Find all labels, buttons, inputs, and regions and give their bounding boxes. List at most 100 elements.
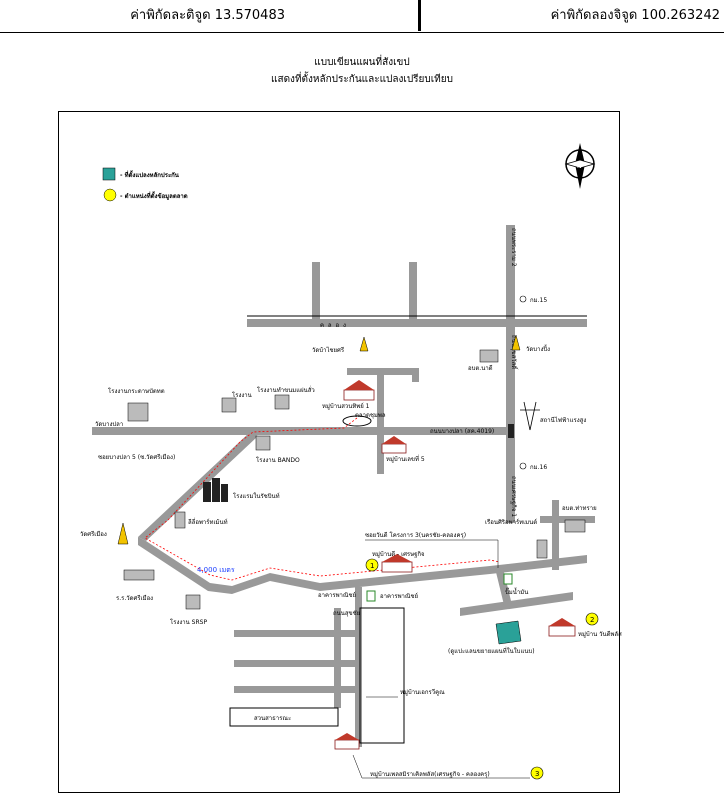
- wat-bang-ping-label: วัดบางปิ้ง: [526, 343, 550, 353]
- sukchai-road: [355, 587, 362, 747]
- longitude-label: ค่าพิกัดลองจิจูด 100.263242: [550, 8, 720, 23]
- school-icon: [123, 569, 155, 581]
- road-network: [92, 225, 595, 747]
- abt-nakhi-label: อบต.นาดี: [468, 364, 493, 372]
- village-suanthong-label: หมู่บ้านสวนทิพย์ 1: [322, 402, 370, 410]
- canal-label: ค ล อ ง: [320, 322, 347, 329]
- distance-label: 4,000 เมตร: [197, 566, 235, 574]
- map-note: (ดูแปะแลนขยายแผนที่ในใบแนบ): [448, 647, 535, 655]
- soi-bang-pla-label: ซอยบางปลา 5 (ซ.วัดศรีเมือง): [98, 453, 175, 461]
- lotus-apartment-label: ลีลี่อพาร์ทเม้นท์: [188, 518, 228, 526]
- lotus-apartment-icon: [174, 511, 186, 529]
- km16-marker: [519, 462, 527, 470]
- village-2-label: หมู่บ้าน วันดีพลัส: [578, 630, 622, 638]
- wat-bang-pla-label: วัดบางปลา: [95, 421, 123, 428]
- village-5-label: หมู่บ้านเลขที่ 5: [386, 455, 425, 463]
- east-road-4: [495, 568, 512, 605]
- village-3-icon: [334, 739, 360, 750]
- market-marker-1: 1: [365, 558, 379, 572]
- soi-wang-label: ซอยวันดี โครงการ 3(นครชัย-คลองครุ): [365, 531, 466, 539]
- road-n1: [312, 262, 320, 322]
- bang-pla-road: [92, 427, 508, 435]
- wat-bang-ping-icon: [511, 334, 521, 351]
- gas-station-icon: [503, 573, 513, 585]
- sukchai-label: ถนนสุขชัย: [333, 610, 360, 617]
- market-marker-3: 3: [530, 766, 544, 780]
- hotel-building-3: [221, 484, 228, 502]
- grid-road-1: [234, 630, 355, 637]
- paper-factory-label: โรงงานกระดาษบัตทต: [108, 387, 165, 395]
- grid-road-2: [234, 660, 355, 667]
- village-suanthong-icon: [343, 389, 375, 401]
- apartment-east-icon: [536, 539, 548, 559]
- village-5-roof: [382, 436, 406, 444]
- wat-jonsai-icon: [359, 336, 369, 352]
- road-n2: [409, 262, 417, 322]
- factory-1-label: โรงงาน: [232, 391, 252, 399]
- latitude-label: ค่าพิกัดละติจูด 13.570483: [130, 8, 285, 23]
- hotel-building-1: [203, 482, 211, 502]
- village-2-icon: [548, 625, 576, 637]
- wat-sri-mueang-label: วัดศรีเมือง: [80, 530, 107, 538]
- village-3-leader-d: [352, 754, 363, 779]
- village-3-roof: [335, 733, 359, 740]
- lower-road: [138, 537, 587, 594]
- market-soi-right: [412, 368, 419, 382]
- side-road-label: ถนนสุขสวัสดิ์: [510, 335, 519, 371]
- bang-pla-road-label: ถนนบางปลา (สค.4019): [430, 428, 494, 435]
- km15-label: กม.15: [530, 297, 547, 304]
- village-ek-label: หมู่บ้านเอกรวีคูณ: [400, 688, 445, 696]
- km15-marker: [519, 295, 527, 303]
- village-1-label: หมู่บ้านดี - เศรษฐกิจ: [372, 550, 425, 558]
- compass-letter: N: [577, 163, 582, 170]
- abt-nakhi-icon: [479, 349, 499, 363]
- marker-2-label: 2: [590, 616, 594, 624]
- market-marker-2: 2: [585, 612, 599, 626]
- village-1-roof: [382, 554, 412, 562]
- substation-icon: [520, 401, 540, 431]
- market-soi: [377, 368, 384, 474]
- route-line: [144, 417, 501, 581]
- gas-station-label: ปั๊มน้ำมัน: [505, 586, 528, 596]
- map-title: แบบเขียนแผนที่สังเขป: [314, 57, 410, 68]
- canal-road: [247, 319, 587, 327]
- coordinate-header: ค่าพิกัดละติจูด 13.570483 ค่าพิกัดลองจิจ…: [0, 0, 724, 33]
- market-label: ตลาดชุมพล: [355, 412, 386, 419]
- legend-market-swatch: [103, 188, 117, 202]
- east-road-label: ถนนเศรษฐกิจ 1: [510, 476, 517, 517]
- factory-1-icon: [221, 397, 237, 413]
- apartment-east-label: เรือนศิริอพาร์ทเมนต์: [485, 518, 537, 526]
- legend-collateral-label: - ที่ตั้งแปลงหลักประกัน: [120, 169, 180, 179]
- village-1-icon: [381, 561, 413, 573]
- main-vertical-road: [506, 225, 515, 523]
- map-subtitle: แสดงที่ตั้งหลักประกันและแปลงเปรียบเทียบ: [271, 74, 453, 85]
- market-loop: [342, 415, 372, 427]
- east-road-1: [540, 516, 595, 523]
- abt-tha-sai-label: อบต.ท่าทราย: [562, 505, 597, 512]
- village-3-label: หมู่บ้านเพลสมิราเคิลพลัส(เศรษฐกิจ - คลอง…: [370, 771, 490, 778]
- latitude-cell: ค่าพิกัดละติจูด 13.570483: [0, 0, 421, 31]
- diagonal-road: [138, 432, 258, 541]
- bando-factory-label: โรงงาน BANDO: [256, 456, 300, 464]
- school-label: ร.ร.วัดศรีเมือง: [116, 594, 153, 602]
- north-road-label: ถนนพระราม 2: [510, 228, 517, 267]
- food-factory-label: โรงงานทำขนมแผ่นสั่ว: [257, 386, 315, 394]
- legend-market-label: - ตำแหน่งที่ตั้งข้อมูลตลาด: [120, 190, 188, 201]
- wat-sri-mueang-icon: [117, 522, 129, 545]
- east-road-3: [460, 592, 573, 616]
- srsp-factory-label: โรงงาน SRSP: [170, 618, 207, 626]
- commercial-icon: [366, 590, 376, 602]
- park-label: สวนสาธารณะ: [254, 715, 291, 722]
- food-factory-icon: [274, 394, 290, 410]
- grid-road-3: [234, 686, 355, 693]
- marker-3-label: 3: [535, 770, 539, 778]
- bando-factory-icon: [255, 435, 271, 451]
- legend-collateral-swatch: [102, 167, 116, 181]
- abt-tha-sai-icon: [564, 519, 586, 533]
- east-road-2: [552, 500, 559, 570]
- commercial-label-left: อาคารพาณิชย์: [318, 591, 356, 599]
- village-2-roof: [549, 618, 575, 626]
- srsp-factory-icon: [185, 594, 201, 610]
- hotel-label: โรงแรมในรัชบินท์: [233, 492, 280, 500]
